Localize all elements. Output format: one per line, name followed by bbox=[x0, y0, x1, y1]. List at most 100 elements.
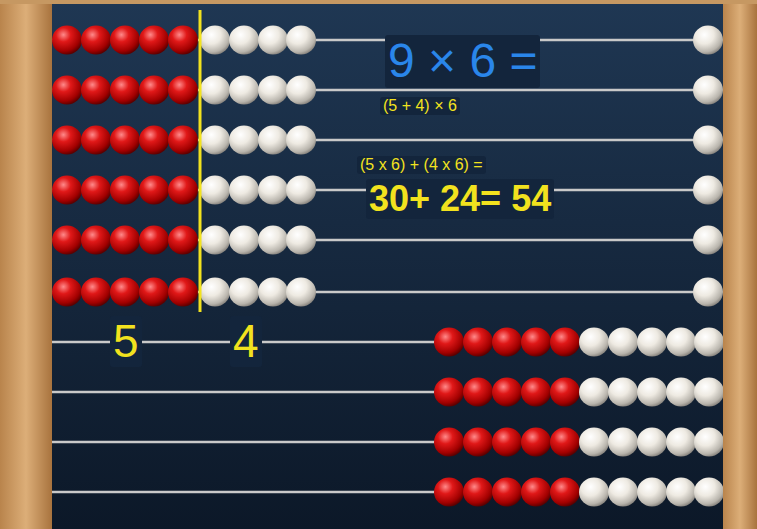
white-bead bbox=[229, 226, 259, 255]
white-bead bbox=[200, 226, 230, 255]
white-bead bbox=[200, 176, 230, 205]
red-bead bbox=[110, 126, 140, 155]
white-bead bbox=[579, 328, 609, 357]
label-holder: 4 bbox=[230, 316, 262, 367]
label-holder: 5 bbox=[110, 316, 142, 367]
white-bead bbox=[286, 176, 316, 205]
divider-line bbox=[199, 10, 202, 312]
red-bead bbox=[81, 226, 111, 255]
red-bead bbox=[550, 328, 580, 357]
white-bead bbox=[693, 126, 723, 155]
red-bead bbox=[139, 76, 169, 105]
red-bead bbox=[52, 126, 82, 155]
red-bead bbox=[434, 378, 464, 407]
white-bead bbox=[666, 378, 696, 407]
red-bead bbox=[521, 378, 551, 407]
white-bead bbox=[229, 126, 259, 155]
white-bead bbox=[637, 428, 667, 457]
red-bead bbox=[168, 278, 198, 307]
white-bead bbox=[258, 278, 288, 307]
red-bead bbox=[110, 226, 140, 255]
red-bead bbox=[81, 278, 111, 307]
white-bead bbox=[200, 126, 230, 155]
white-bead bbox=[286, 76, 316, 105]
red-bead bbox=[521, 478, 551, 507]
red-bead bbox=[110, 26, 140, 55]
white-bead bbox=[286, 278, 316, 307]
group-count: 4 bbox=[230, 316, 262, 367]
white-bead bbox=[258, 126, 288, 155]
label-holder: 9 × 6 = bbox=[385, 35, 540, 88]
red-bead bbox=[463, 428, 493, 457]
white-bead bbox=[229, 278, 259, 307]
wood-frame bbox=[0, 0, 52, 529]
white-bead bbox=[200, 76, 230, 105]
red-bead bbox=[139, 226, 169, 255]
red-bead bbox=[110, 176, 140, 205]
red-bead bbox=[492, 328, 522, 357]
red-bead bbox=[81, 126, 111, 155]
white-bead bbox=[637, 378, 667, 407]
red-bead bbox=[168, 226, 198, 255]
red-bead bbox=[168, 176, 198, 205]
wood-frame bbox=[0, 0, 757, 4]
red-bead bbox=[550, 478, 580, 507]
white-bead bbox=[258, 226, 288, 255]
white-bead bbox=[579, 378, 609, 407]
white-bead bbox=[258, 176, 288, 205]
red-bead bbox=[52, 76, 82, 105]
red-bead bbox=[463, 478, 493, 507]
equation-result: 30+ 24= 54 bbox=[366, 179, 554, 219]
white-bead bbox=[637, 478, 667, 507]
white-bead bbox=[693, 278, 723, 307]
red-bead bbox=[81, 76, 111, 105]
white-bead bbox=[258, 76, 288, 105]
white-bead bbox=[694, 378, 724, 407]
white-bead bbox=[694, 478, 724, 507]
red-bead bbox=[434, 478, 464, 507]
red-bead bbox=[139, 26, 169, 55]
red-bead bbox=[434, 328, 464, 357]
red-bead bbox=[81, 26, 111, 55]
red-bead bbox=[434, 428, 464, 457]
white-bead bbox=[608, 478, 638, 507]
label-holder: (5 + 4) × 6 bbox=[380, 97, 460, 115]
group-count: 5 bbox=[110, 316, 142, 367]
red-bead bbox=[168, 126, 198, 155]
red-bead bbox=[110, 278, 140, 307]
white-bead bbox=[666, 428, 696, 457]
equation-heading: 9 × 6 = bbox=[385, 35, 540, 88]
equation-step: (5 x 6) + (4 x 6) = bbox=[357, 156, 486, 174]
white-bead bbox=[229, 176, 259, 205]
red-bead bbox=[463, 378, 493, 407]
red-bead bbox=[139, 126, 169, 155]
white-bead bbox=[693, 26, 723, 55]
white-bead bbox=[286, 26, 316, 55]
white-bead bbox=[694, 328, 724, 357]
red-bead bbox=[550, 378, 580, 407]
white-bead bbox=[693, 226, 723, 255]
red-bead bbox=[492, 478, 522, 507]
red-bead bbox=[492, 378, 522, 407]
white-bead bbox=[579, 478, 609, 507]
equation-step: (5 + 4) × 6 bbox=[380, 97, 460, 115]
red-bead bbox=[110, 76, 140, 105]
red-bead bbox=[521, 428, 551, 457]
white-bead bbox=[637, 328, 667, 357]
red-bead bbox=[463, 328, 493, 357]
white-bead bbox=[286, 126, 316, 155]
red-bead bbox=[52, 176, 82, 205]
white-bead bbox=[666, 478, 696, 507]
white-bead bbox=[579, 428, 609, 457]
white-bead bbox=[666, 328, 696, 357]
red-bead bbox=[139, 176, 169, 205]
red-bead bbox=[550, 428, 580, 457]
white-bead bbox=[608, 378, 638, 407]
red-bead bbox=[81, 176, 111, 205]
label-holder: (5 x 6) + (4 x 6) = bbox=[357, 156, 486, 174]
red-bead bbox=[139, 278, 169, 307]
